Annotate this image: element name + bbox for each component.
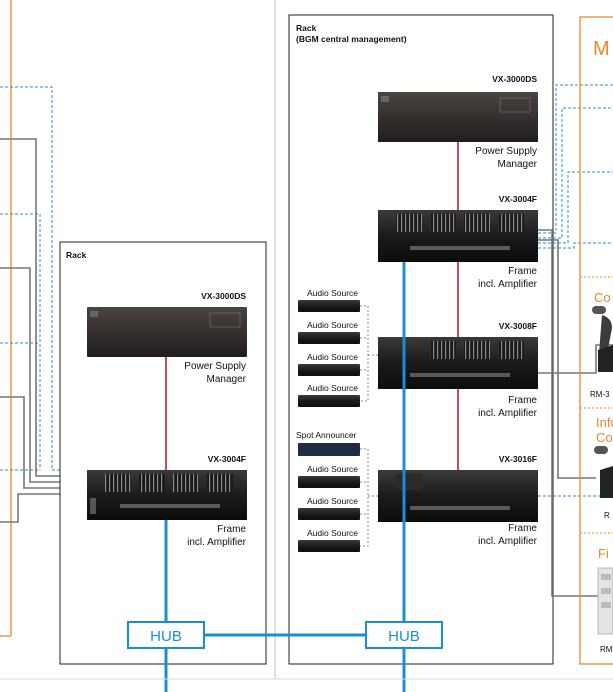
spot-announcer-group: Spot Announcer Audio Source Audio Source… <box>296 430 378 552</box>
left-psm-label-1: Power Supply <box>184 361 246 372</box>
central-power-supply-manager <box>378 92 538 142</box>
right-section-2-label-a: Info <box>596 415 613 430</box>
central-frame-2-unit <box>378 337 538 389</box>
remote-microphone-1 <box>592 306 613 372</box>
right-section-3-label: Fi <box>598 546 609 561</box>
audio-source-label: Audio Source <box>307 288 358 298</box>
remote-1-label: RM-3 <box>590 390 610 399</box>
central-frame-1-label-1: Frame <box>508 266 537 277</box>
central-frame-1-unit <box>378 210 538 262</box>
audio-source-group-1: Audio Source Audio Source Audio Source A… <box>298 288 378 407</box>
left-frame-unit <box>87 470 247 520</box>
remote-2-label: R <box>604 511 610 520</box>
right-section-1-label: Co <box>594 290 611 305</box>
hub-network: HUB HUB <box>127 621 443 692</box>
left-zone-panel <box>0 0 276 679</box>
central-psm-label-1: Power Supply <box>475 146 537 157</box>
hub-right: HUB <box>365 621 443 649</box>
central-frame-2-label-1: Frame <box>508 395 537 406</box>
central-frame-3-label-1: Frame <box>508 523 537 534</box>
central-frame-3-unit <box>378 470 538 522</box>
audio-source-label: Audio Source <box>307 320 358 330</box>
right-zone-panel: M Co RM-3 Info Co R Fi RM <box>579 16 613 665</box>
central-psm-model: VX-3000DS <box>492 74 537 84</box>
right-cables <box>538 84 613 597</box>
remote-3-label: RM <box>600 645 613 654</box>
left-frame-label-1: Frame <box>217 524 246 535</box>
audio-source-label: Audio Source <box>307 383 358 393</box>
audio-source-label: Audio Source <box>307 496 358 506</box>
left-power-supply-manager <box>87 307 247 357</box>
central-frame-3-label-2: incl. Amplifier <box>478 536 538 547</box>
audio-source-label: Audio Source <box>307 464 358 474</box>
central-frame-2-label-2: incl. Amplifier <box>478 408 538 419</box>
right-section-2-label-b: Co <box>596 430 613 445</box>
spot-announcer-label: Spot Announcer <box>296 430 357 440</box>
audio-source-label: Audio Source <box>307 352 358 362</box>
left-psm-model: VX-3000DS <box>201 291 246 301</box>
central-rack-title: Rack <box>296 23 317 33</box>
central-frame-2-model: VX-3008F <box>499 321 537 331</box>
left-rack: Rack VX-3000DS Power Supply Manager VX-3… <box>59 241 267 665</box>
central-psm-label-2: Manager <box>498 159 538 170</box>
central-frame-1-model: VX-3004F <box>499 194 537 204</box>
central-frame-3-model: VX-3016F <box>499 454 537 464</box>
central-rack: Rack (BGM central management) VX-3000DS … <box>288 14 554 665</box>
left-frame-model: VX-3004F <box>208 454 246 464</box>
hub-left: HUB <box>127 621 205 649</box>
left-rack-title: Rack <box>66 250 87 260</box>
left-psm-label-2: Manager <box>207 374 247 385</box>
right-panel-heading: M <box>593 38 610 60</box>
audio-source-label: Audio Source <box>307 528 358 538</box>
central-frame-1-label-2: incl. Amplifier <box>478 279 538 290</box>
hub-label: HUB <box>150 628 182 645</box>
left-frame-label-2: incl. Amplifier <box>187 537 247 548</box>
hub-label: HUB <box>388 628 420 645</box>
fire-remote-panel <box>597 567 613 635</box>
central-rack-subtitle: (BGM central management) <box>296 34 407 44</box>
remote-microphone-2 <box>594 446 613 498</box>
